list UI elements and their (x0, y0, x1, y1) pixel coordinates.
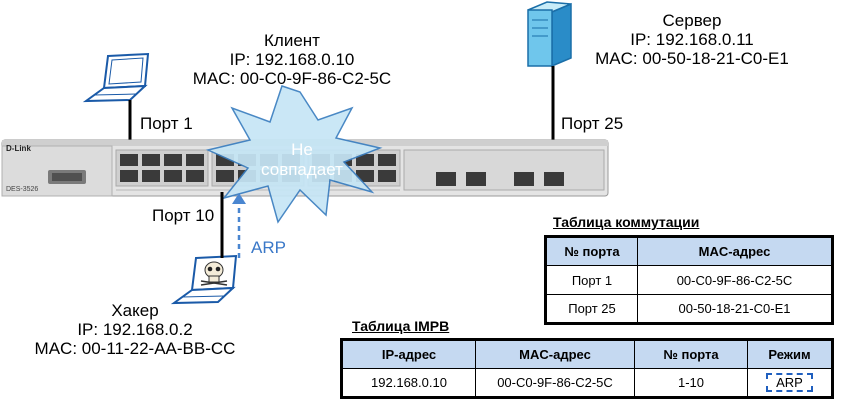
impb-table-title: Таблица IMPB (352, 318, 450, 334)
impb-header-mac: MAC-адрес (475, 339, 635, 369)
impb-table: IP-адрес MAC-адрес № порта Режим 192.168… (340, 338, 834, 399)
table-cell: Порт 1 (545, 265, 638, 295)
hacker-name: Хакер (111, 301, 159, 320)
arp-label: ARP (251, 238, 286, 257)
port-10-label: Порт 10 (152, 206, 215, 225)
laptop-icon (82, 52, 150, 103)
client-info: Клиент IP: 192.168.0.10 MAC: 00-C0-9F-86… (172, 31, 412, 88)
impb-header-mode: Режим (747, 339, 833, 369)
client-mac: MAC: 00-C0-9F-86-C2-5C (192, 69, 392, 88)
table-cell: 1-10 (634, 368, 748, 398)
table-cell: 00-50-18-21-C0-E1 (637, 294, 833, 324)
table-row: Порт 25 00-50-18-21-C0-E1 (545, 294, 833, 324)
switching-header-port: № порта (545, 236, 638, 266)
client-name: Клиент (264, 31, 320, 50)
skull-icon (200, 261, 228, 286)
switch-brand: D-Link (6, 144, 31, 153)
mode-badge: ARP (766, 373, 813, 392)
mismatch-text: Не совпадает (252, 140, 352, 180)
table-row: 192.168.0.10 00-C0-9F-86-C2-5C 1-10 ARP (341, 368, 833, 398)
table-cell: Порт 25 (545, 294, 638, 324)
table-row: Порт 1 00-C0-9F-86-C2-5C (545, 265, 833, 295)
table-cell: ARP (747, 368, 833, 398)
hacker-info: Хакер IP: 192.168.0.2 MAC: 00-11-22-AA-B… (10, 301, 260, 358)
mismatch-starburst (205, 85, 383, 224)
arp-arrowhead (232, 193, 246, 204)
server-info: Сервер IP: 192.168.0.11 MAC: 00-50-18-21… (582, 11, 802, 68)
table-cell: 00-C0-9F-86-C2-5C (475, 368, 635, 398)
hacker-laptop-icon (170, 254, 238, 305)
server-name: Сервер (662, 11, 722, 30)
server-ip: IP: 192.168.0.11 (630, 30, 754, 49)
impb-header-port: № порта (634, 339, 748, 369)
switching-header-mac: MAC-адрес (637, 236, 833, 266)
hacker-ip: IP: 192.168.0.2 (77, 320, 193, 339)
hacker-mac: MAC: 00-11-22-AA-BB-CC (34, 339, 236, 358)
port-1-label: Порт 1 (140, 114, 193, 133)
client-ip: IP: 192.168.0.10 (229, 50, 355, 69)
server-mac: MAC: 00-50-18-21-C0-E1 (595, 49, 789, 68)
server-icon (527, 1, 572, 68)
impb-header-ip: IP-адрес (341, 339, 476, 369)
mismatch-line1: Не (291, 140, 313, 159)
switching-table-title: Таблица коммутации (553, 214, 700, 230)
table-cell: 00-C0-9F-86-C2-5C (637, 265, 833, 295)
port-25-label: Порт 25 (561, 114, 624, 133)
mismatch-line2: совпадает (261, 160, 343, 179)
switching-table: № порта MAC-адрес Порт 1 00-C0-9F-86-C2-… (544, 235, 834, 325)
switch-model: DES-3526 (6, 186, 39, 193)
table-cell: 192.168.0.10 (341, 368, 476, 398)
